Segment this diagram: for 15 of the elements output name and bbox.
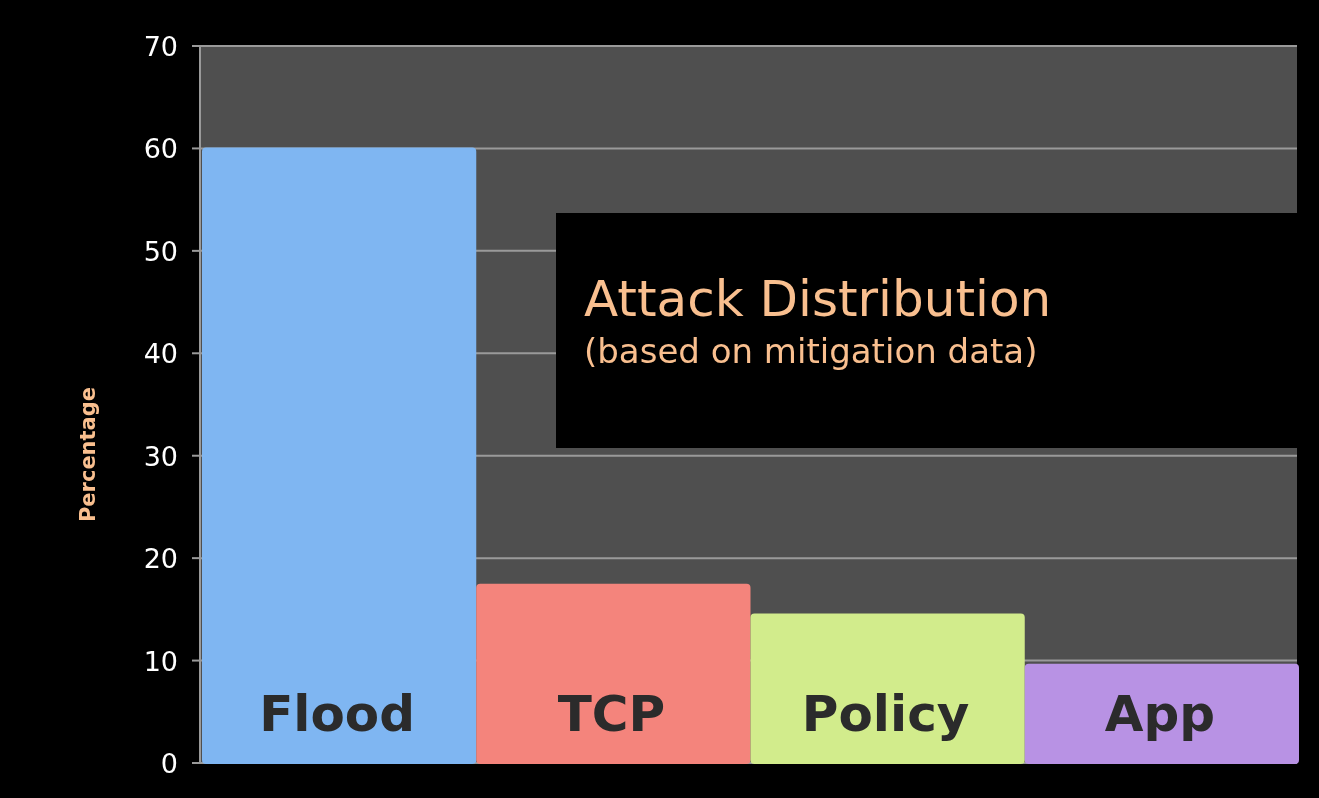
chart-subtitle: (based on mitigation data) [584,329,1039,373]
tick-label: 50 [143,235,178,267]
tick-label: 30 [143,440,178,472]
tick-label: 40 [143,338,178,370]
tick-label: 0 [160,748,178,779]
chart-title: Attack Distribution [584,271,1053,329]
category-label: TCP [557,685,666,743]
category-label: Policy [801,685,970,743]
category-label: App [1104,685,1215,743]
axis-title: Percentage [76,386,100,523]
tick-label: 10 [143,645,178,677]
tick-label: 20 [143,543,178,575]
category-label: Flood [259,685,415,743]
tick-label: 60 [143,133,178,165]
tick-label: 70 [143,31,178,62]
